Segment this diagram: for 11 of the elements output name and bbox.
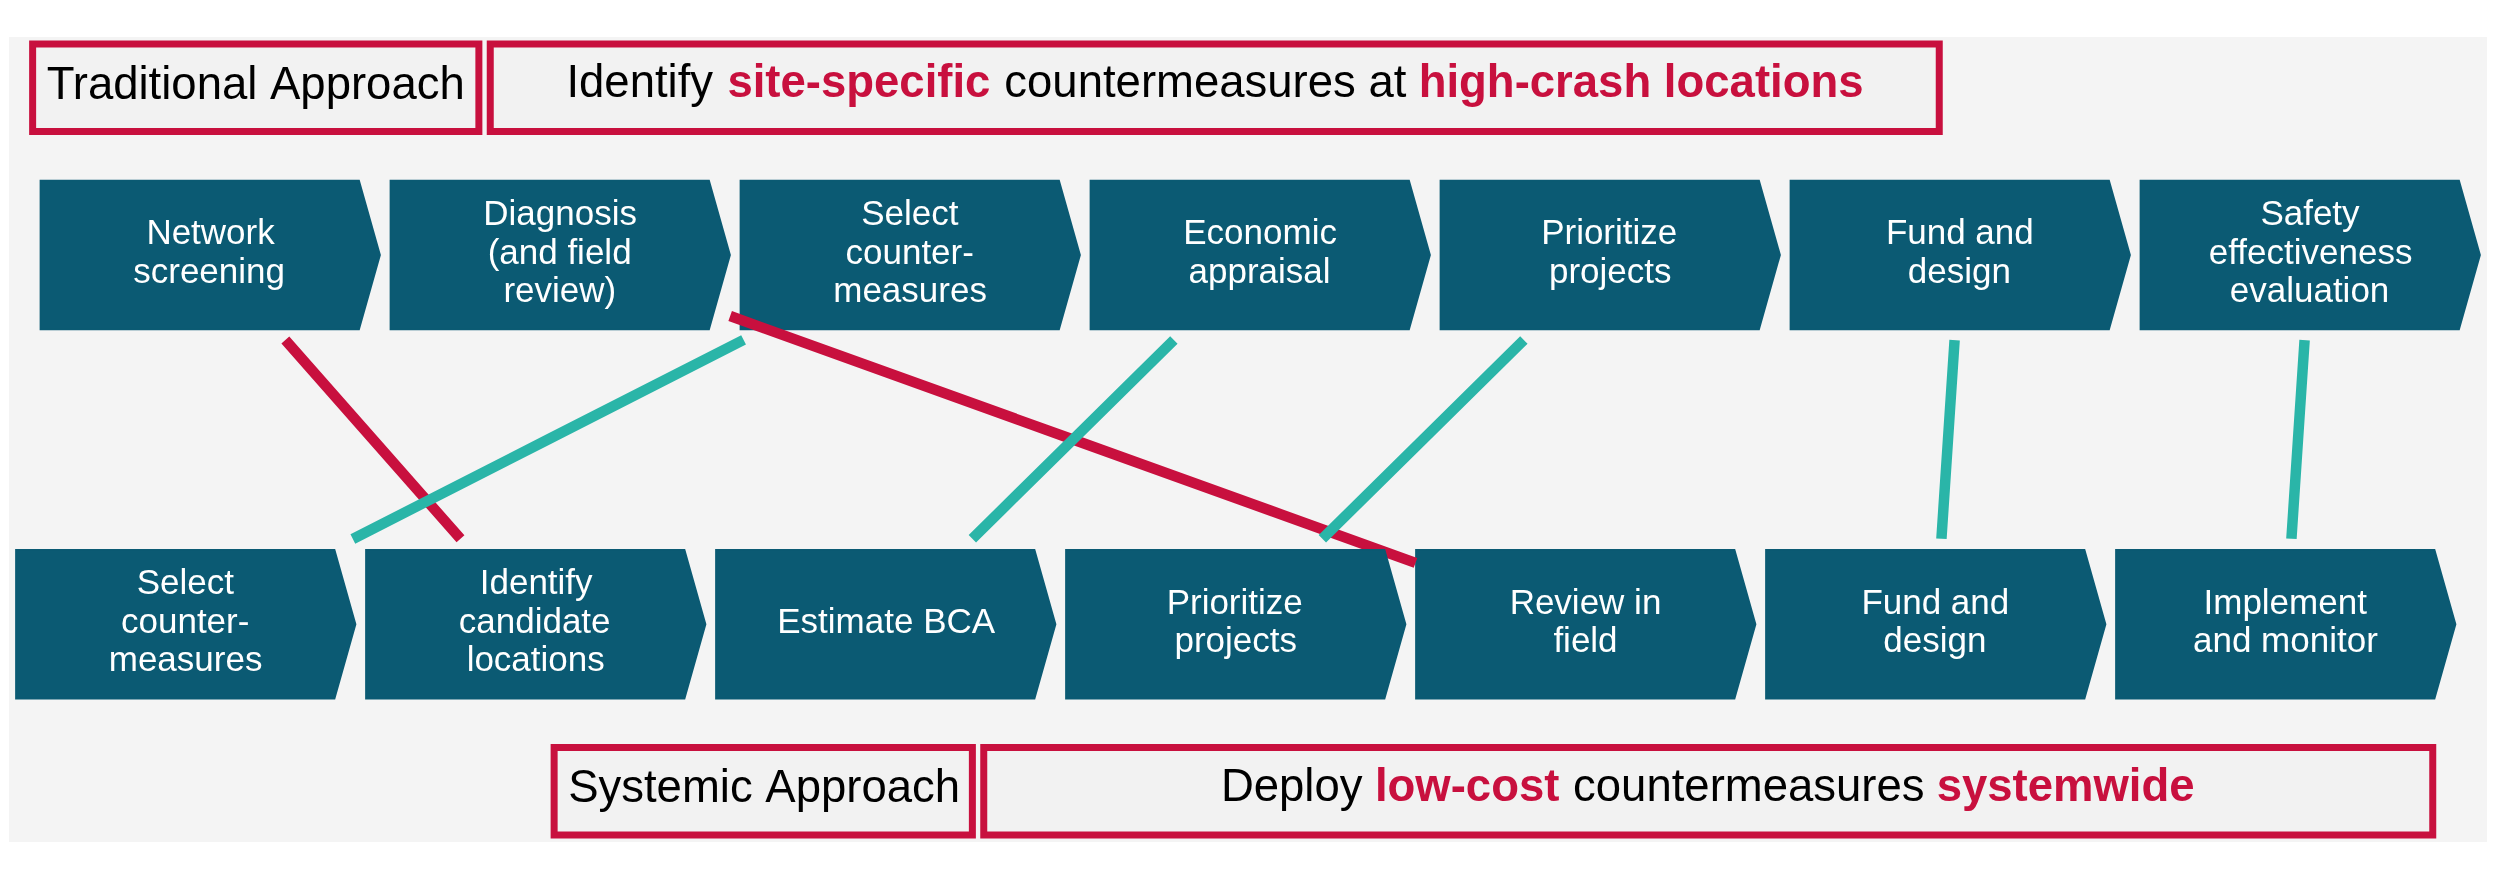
node-box: Systemic Approach <box>550 744 976 839</box>
node-box: Identify site-specific countermeasures at high-crash locations <box>486 40 1943 135</box>
connector <box>1936 339 1960 540</box>
connector <box>2286 339 2310 540</box>
connector <box>281 336 465 543</box>
connector <box>728 311 1418 568</box>
node-box: Traditional Approach <box>29 40 483 135</box>
connector <box>350 335 746 544</box>
connector <box>1318 336 1528 543</box>
node-box: Deploy low-cost countermeasures systemwide <box>980 744 2437 839</box>
connector <box>968 336 1178 543</box>
